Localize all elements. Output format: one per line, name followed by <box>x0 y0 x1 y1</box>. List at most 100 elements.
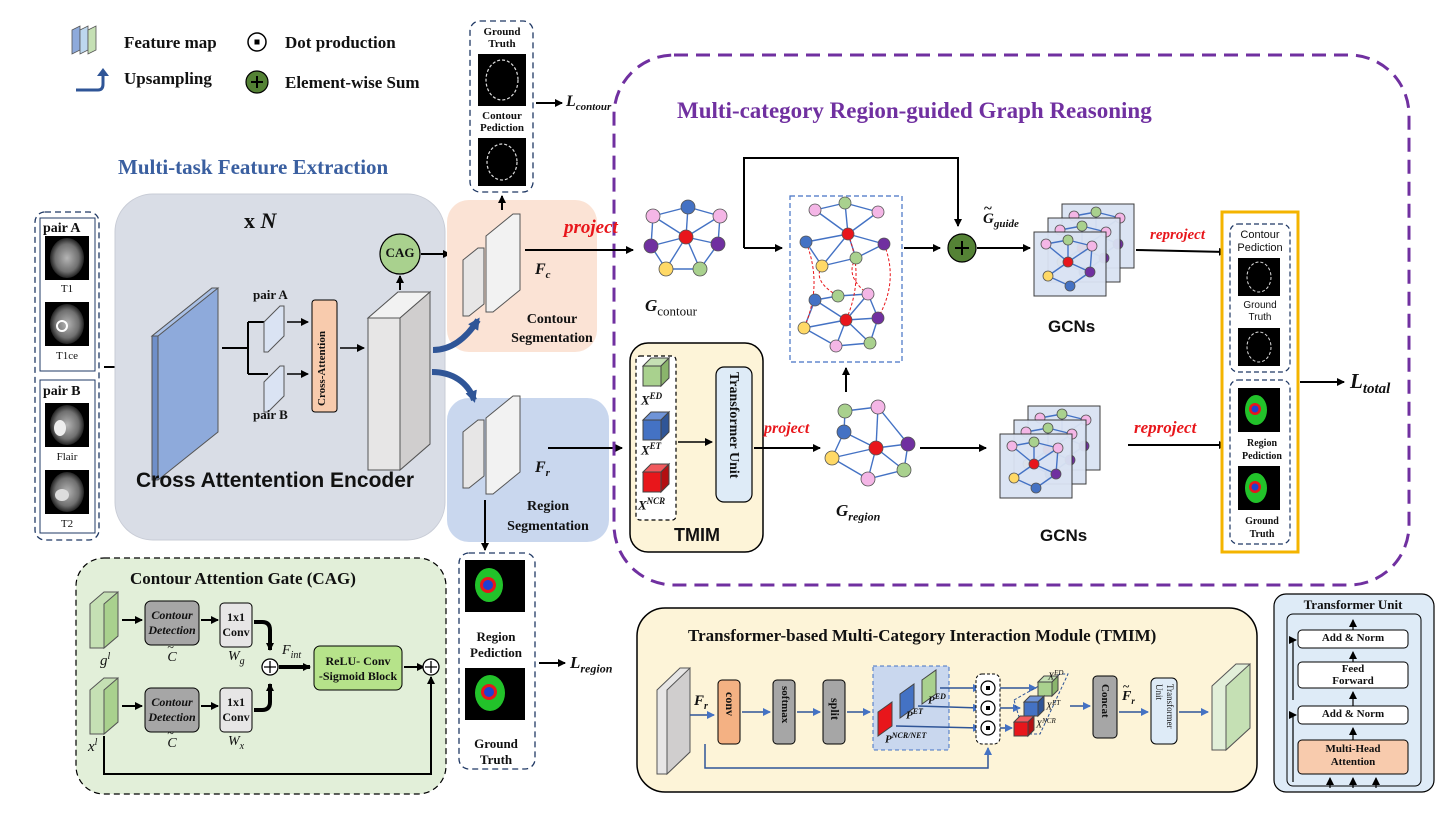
graph-node <box>868 440 884 456</box>
legend <box>71 25 269 94</box>
graph-node <box>815 259 829 273</box>
graph-edge <box>877 406 909 445</box>
graph-node <box>712 208 728 224</box>
x-ncr-label: XNCR <box>638 496 666 513</box>
region-pred-blue <box>483 580 493 590</box>
input-pair-b: pair B <box>43 384 81 399</box>
gcn-stack-bottom <box>999 405 1101 499</box>
graph-node <box>1042 270 1054 282</box>
x-ed-cube <box>641 356 671 388</box>
g-guide-label: guide~Gguide <box>983 201 1019 230</box>
graph-node <box>824 450 840 466</box>
graph-node <box>1062 256 1074 268</box>
x-et-cube <box>641 410 671 442</box>
graph-node <box>1076 220 1088 232</box>
p-ed-label: PED <box>928 692 946 707</box>
gl-feature <box>89 590 119 650</box>
relu-block <box>313 645 403 691</box>
contour-gt-outline <box>485 59 519 101</box>
mcrgr-title: Multi-category Region-guided Graph Reaso… <box>677 98 1152 123</box>
contour-feature-maps <box>462 213 521 317</box>
fr-label: Fr <box>535 459 550 480</box>
tmim-split-label: split <box>828 698 842 721</box>
graph-node <box>1028 458 1040 470</box>
project-label-2: project <box>764 420 810 437</box>
graph-edge <box>831 447 877 459</box>
p-ed-map <box>921 669 937 705</box>
out-region-gt-blue <box>1251 483 1259 491</box>
graph-node <box>831 289 845 303</box>
upsample-to-region <box>431 369 477 403</box>
l-total-label: Ltotal <box>1350 369 1391 398</box>
out-contour-pred-image <box>1238 258 1280 296</box>
l-contour-label: Lcontour <box>566 93 612 114</box>
g-contour-label: Gcontour <box>645 296 697 319</box>
graph-node <box>870 399 886 415</box>
c-tilde-top: ~C <box>167 640 177 665</box>
graph-node <box>900 436 916 452</box>
graph-node <box>658 261 674 277</box>
dot-icons <box>980 680 996 736</box>
skip-connection <box>743 157 962 248</box>
mcrgr-box <box>612 53 1411 587</box>
graph-node <box>808 203 822 217</box>
graph-edge <box>805 233 849 243</box>
graph-node <box>1006 440 1018 452</box>
contour-pred-outline <box>486 143 518 181</box>
project-label-1: project <box>564 217 618 238</box>
x-et-label: XET <box>641 441 662 458</box>
cross-graph-edge <box>877 243 891 319</box>
tu-frame <box>1286 613 1422 787</box>
upsampling-icon <box>76 68 109 92</box>
out-contour-gt-image <box>1238 328 1280 366</box>
tmim-concat <box>1092 675 1118 739</box>
residual-path <box>103 676 435 775</box>
fused-graph <box>797 196 891 353</box>
graph-node <box>861 287 875 301</box>
out-contour-pred-outline <box>1246 261 1272 293</box>
cag-node-label: CAG <box>385 245 415 260</box>
tmim-x-ed-label: XED <box>1048 669 1064 683</box>
contour-detection-top <box>144 600 200 646</box>
graph-node <box>1064 280 1076 292</box>
legend-element-wise-sum: Element-wise Sum <box>285 73 420 92</box>
graph-node <box>863 336 877 350</box>
sum-plus <box>955 241 969 255</box>
p-ncr-map <box>877 701 893 737</box>
input-flair: Flair <box>56 451 78 463</box>
c-tilde-bottom: ~C <box>167 726 177 751</box>
gl-label: gl <box>100 651 111 669</box>
graph-node <box>1008 472 1020 484</box>
gcns-label-top: GCNs <box>1048 317 1096 336</box>
graph-node <box>1086 240 1098 252</box>
l-region-label: Lregion <box>570 653 613 676</box>
contour-graph <box>643 199 728 277</box>
encoder-pair-a: pair A <box>253 287 288 302</box>
encoder-pair-b: pair B <box>253 407 288 422</box>
tmim-fr-label: Fr <box>694 693 708 712</box>
tmim-conv-label: conv <box>723 692 737 716</box>
encoder-x: x N <box>244 208 277 233</box>
tmim-skip <box>704 744 992 769</box>
wx-label: Wx <box>228 734 245 752</box>
arrow-reproject-contour <box>1135 247 1227 256</box>
cross-graph-edge <box>845 233 857 321</box>
out-contour-gt-outline <box>1246 331 1272 363</box>
tmim-transformer-unit <box>1150 677 1178 745</box>
graph-node <box>1050 468 1062 480</box>
graph-node <box>678 229 694 245</box>
xl-label: xl <box>88 737 98 755</box>
x-ed-label: XED <box>641 391 663 408</box>
cag-title: Contour Attention Gate (CAG) <box>130 569 356 588</box>
conv-top <box>219 602 253 648</box>
graph-node <box>829 339 843 353</box>
graph-node <box>1056 408 1068 420</box>
gcn-stack-top <box>1033 203 1135 297</box>
